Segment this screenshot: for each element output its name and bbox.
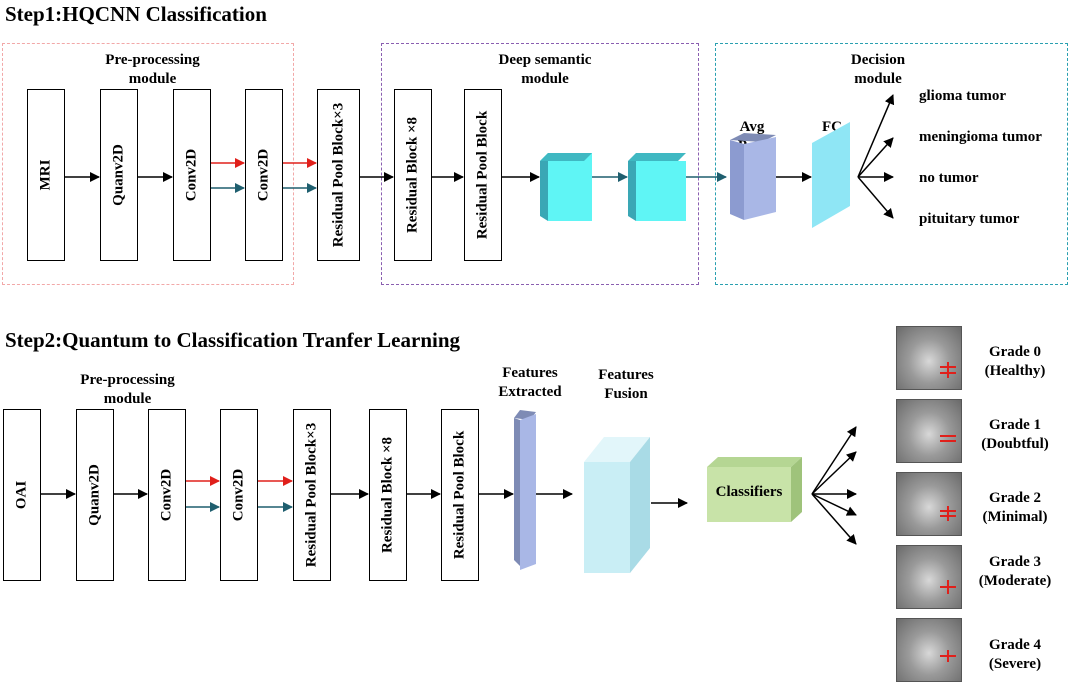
xray-grade-2 xyxy=(896,472,962,536)
mri-block: MRI xyxy=(27,89,65,261)
deep-semantic-module-label: Deep semantic module xyxy=(498,52,592,87)
output-glioma: glioma tumor xyxy=(919,88,1007,104)
grade-1-label: Grade 1 (Doubtful) xyxy=(970,416,1060,454)
preprocessing-module-label: Pre-processing module xyxy=(105,52,200,87)
grade-2-title: Grade 2 xyxy=(988,490,1042,506)
xray-grade-0 xyxy=(896,326,962,390)
xray-grade-1 xyxy=(896,399,962,463)
deep-semantic-frame xyxy=(381,43,699,285)
step2-conv2d-block-2: Conv2D xyxy=(220,409,258,581)
step2-residual-pool-x3: Residual Pool Block×3 xyxy=(293,409,331,581)
features-fusion-label: Features Fusion xyxy=(598,367,654,402)
step2-quanv2d-block: Quanv2D xyxy=(76,409,114,581)
preprocessing-frame xyxy=(2,43,294,285)
output-no-tumor: no tumor xyxy=(919,170,979,186)
step2-preprocessing-label: Pre-processing module xyxy=(80,372,175,407)
step1-arrows xyxy=(65,94,895,219)
step2-residual-block-x8: Residual Block ×8 xyxy=(369,409,407,581)
grade-3-desc: (Moderate) xyxy=(978,573,1052,589)
grade-2-desc: (Minimal) xyxy=(982,509,1048,525)
fc-shape xyxy=(812,122,850,228)
oai-block: OAI xyxy=(3,409,41,581)
feature-map-cube-2 xyxy=(628,153,686,221)
step1-title: Step1:HQCNN Classification xyxy=(5,2,267,26)
quanv2d-block: Quanv2D xyxy=(100,89,138,261)
grade-4-label: Grade 4 (Severe) xyxy=(970,636,1060,674)
grade-1-desc: (Doubtful) xyxy=(981,436,1049,452)
features-extracted-label: Features Extracted xyxy=(498,365,562,400)
output-meningioma: meningioma tumor xyxy=(919,129,1042,145)
grade-4-desc: (Severe) xyxy=(988,656,1042,672)
residual-block-x8: Residual Block ×8 xyxy=(394,89,432,261)
step2-conv2d-block-1: Conv2D xyxy=(148,409,186,581)
classifiers-shape xyxy=(707,457,802,522)
grade-1-title: Grade 1 xyxy=(988,417,1042,433)
grade-0-title: Grade 0 xyxy=(988,344,1042,360)
grade-3-title: Grade 3 xyxy=(988,554,1042,570)
grade-2-label: Grade 2 (Minimal) xyxy=(970,489,1060,527)
features-fusion-shape xyxy=(584,437,650,573)
conv2d-block-1: Conv2D xyxy=(173,89,211,261)
conv2d-block-2: Conv2D xyxy=(245,89,283,261)
avg-pool-shape xyxy=(730,133,776,220)
step2-residual-pool-block: Residual Pool Block xyxy=(441,409,479,581)
residual-pool-block: Residual Pool Block xyxy=(464,89,502,261)
grade-0-label: Grade 0 (Healthy) xyxy=(970,343,1060,381)
residual-pool-block-x3: Residual Pool Block×3 xyxy=(317,89,360,261)
xray-grade-4 xyxy=(896,618,962,682)
decision-module-label: Decision module xyxy=(850,52,906,87)
grade-3-label: Grade 3 (Moderate) xyxy=(970,553,1060,591)
decision-frame xyxy=(715,43,1068,285)
step2-arrows xyxy=(41,426,857,545)
grade-0-desc: (Healthy) xyxy=(984,363,1046,379)
xray-grade-3 xyxy=(896,545,962,609)
feature-map-cube-1 xyxy=(540,153,592,221)
output-pituitary: pituitary tumor xyxy=(919,211,1020,227)
classifiers-label: Classifiers xyxy=(715,484,783,500)
step2-title: Step2:Quantum to Classification Tranfer … xyxy=(5,328,461,352)
features-extracted-shape xyxy=(514,410,536,570)
grade-4-title: Grade 4 xyxy=(988,637,1042,653)
